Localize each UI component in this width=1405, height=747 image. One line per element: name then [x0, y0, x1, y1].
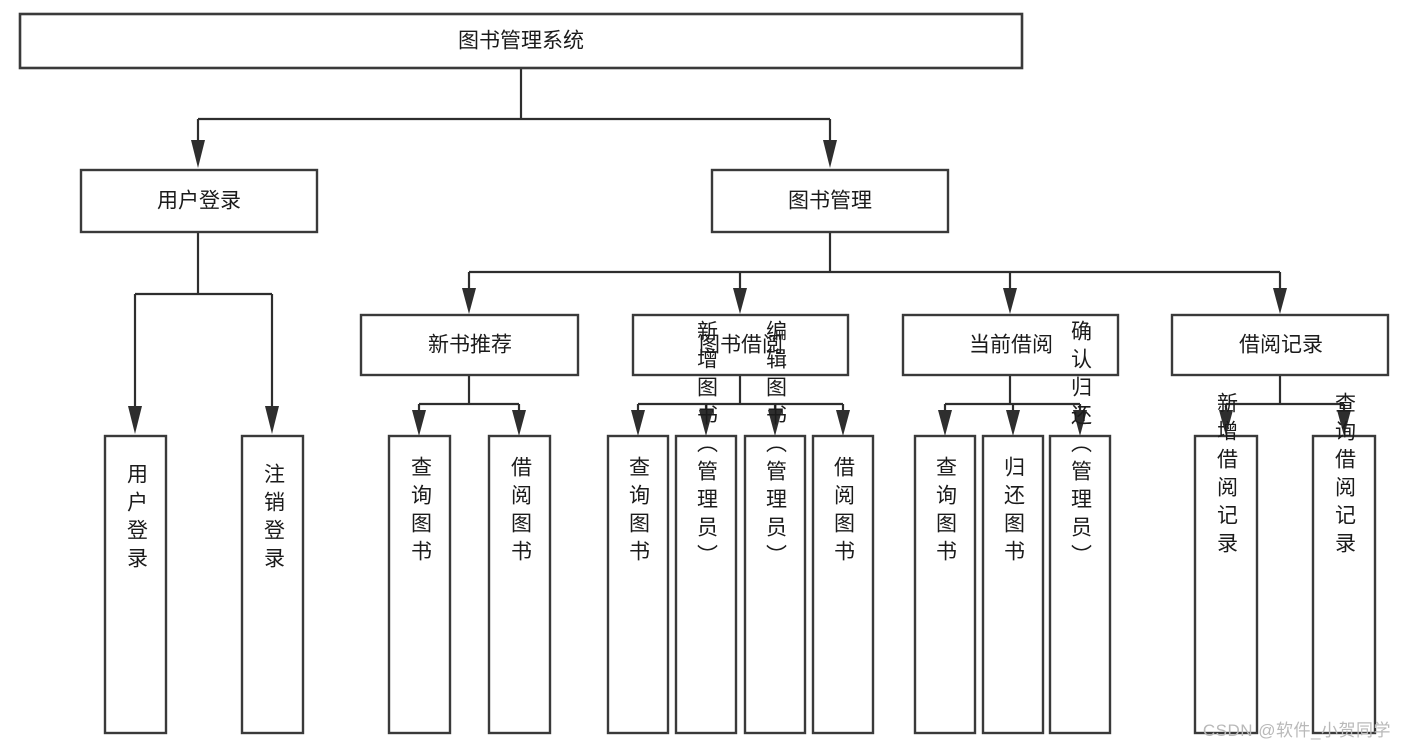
- leaf-borrow-book-2[interactable]: 借阅图书: [811, 434, 875, 735]
- user-login-box[interactable]: [79, 168, 319, 234]
- leaf-logout-login-box[interactable]: [240, 434, 305, 735]
- leaf-add-record-label: 新增借阅记录: [1215, 392, 1239, 560]
- new-book-rec-label: 新书推荐: [428, 334, 512, 357]
- leaf-borrow-book-2-label: 借阅图书: [832, 456, 856, 568]
- leaf-return-book-label: 归还图书: [1002, 456, 1026, 568]
- arrow-leaf-return-book: [1006, 410, 1020, 436]
- current-borrow-label: 当前借阅: [969, 334, 1053, 357]
- new-book-rec-box[interactable]: [359, 313, 580, 377]
- leaf-query-book-2[interactable]: 查询图书: [606, 434, 670, 735]
- node-new-book-rec[interactable]: 新书推荐: [359, 313, 580, 377]
- arrow-book-manage: [823, 140, 837, 168]
- arrow-leaf-query-book-2: [631, 410, 645, 436]
- leaf-borrow-book-1[interactable]: 借阅图书: [487, 434, 552, 735]
- arrow-leaf-add-book: [699, 410, 713, 436]
- leaf-query-record[interactable]: 查询借阅记录: [1311, 392, 1377, 735]
- leaf-borrow-book-1-box[interactable]: [487, 434, 552, 735]
- arrow-leaf-query-record: [1337, 410, 1351, 436]
- leaf-query-book-3-box[interactable]: [913, 434, 977, 735]
- leaf-query-book-2-label: 查询图书: [627, 456, 651, 568]
- leaf-query-book-3[interactable]: 查询图书: [913, 434, 977, 735]
- node-current-borrow[interactable]: 当前借阅: [901, 313, 1120, 377]
- leaf-return-book[interactable]: 归还图书: [981, 434, 1045, 735]
- book-manage-label: 图书管理: [788, 190, 872, 213]
- leaf-borrow-book-2-box[interactable]: [811, 434, 875, 735]
- borrow-record-label: 借阅记录: [1239, 334, 1323, 357]
- arrow-leaf-user-login: [128, 406, 142, 434]
- book-borrow-box[interactable]: [631, 313, 850, 377]
- book-borrow-label: 图书借阅: [699, 334, 783, 357]
- leaf-query-book-1[interactable]: 查询图书: [387, 434, 452, 735]
- leaf-add-record[interactable]: 新增借阅记录: [1193, 392, 1259, 735]
- arrow-borrow-record: [1273, 288, 1287, 314]
- root-box[interactable]: [18, 12, 1024, 70]
- node-user-login[interactable]: 用户登录: [79, 168, 319, 234]
- arrow-leaf-query-book-1: [412, 410, 426, 436]
- arrow-book-borrow: [733, 288, 747, 314]
- arrow-new-book-rec: [462, 288, 476, 314]
- node-book-manage[interactable]: 图书管理: [710, 168, 950, 234]
- borrow-record-box[interactable]: [1170, 313, 1390, 377]
- leaf-query-book-1-box[interactable]: [387, 434, 452, 735]
- arrow-leaf-query-book-3: [938, 410, 952, 436]
- leaf-query-record-label: 查询借阅记录: [1333, 392, 1357, 560]
- leaf-user-login-label: 用户登录: [125, 463, 149, 575]
- leaf-add-book-box[interactable]: [674, 434, 738, 735]
- arrow-leaf-add-record: [1219, 410, 1233, 436]
- leaf-add-book[interactable]: 新增图书（管理员）: [674, 320, 738, 735]
- current-borrow-box[interactable]: [901, 313, 1120, 377]
- arrow-leaf-logout-login: [265, 406, 279, 434]
- leaf-return-book-box[interactable]: [981, 434, 1045, 735]
- arrow-leaf-edit-book: [768, 410, 782, 436]
- leaf-confirm-return[interactable]: 确认归还（管理员）: [1048, 320, 1112, 735]
- arrow-leaf-confirm-return: [1073, 410, 1087, 436]
- leaf-borrow-book-1-label: 借阅图书: [509, 456, 533, 568]
- arrow-user-login: [191, 140, 205, 168]
- leaf-add-book-label: 新增图书（管理员）: [695, 320, 719, 572]
- node-book-borrow[interactable]: 图书借阅: [631, 313, 850, 377]
- leaf-edit-book[interactable]: 编辑图书（管理员）: [743, 320, 807, 735]
- user-login-label: 用户登录: [157, 190, 241, 213]
- leaf-query-record-box[interactable]: [1311, 434, 1377, 735]
- node-root[interactable]: 图书管理系统: [18, 12, 1024, 70]
- arrow-leaf-borrow-book-1: [512, 410, 526, 436]
- root-label: 图书管理系统: [458, 30, 584, 53]
- arrow-leaf-borrow-book-2: [836, 410, 850, 436]
- leaf-query-book-2-box[interactable]: [606, 434, 670, 735]
- csdn-watermark: CSDN @软件_小贺同学: [1202, 721, 1391, 740]
- book-manage-box[interactable]: [710, 168, 950, 234]
- arrow-current-borrow: [1003, 288, 1017, 314]
- leaf-confirm-return-box[interactable]: [1048, 434, 1112, 735]
- leaf-edit-book-box[interactable]: [743, 434, 807, 735]
- leaf-user-login[interactable]: 用户登录: [103, 434, 168, 735]
- leaf-edit-book-label: 编辑图书（管理员）: [764, 320, 788, 572]
- leaf-user-login-box[interactable]: [103, 434, 168, 735]
- connector-layer: [128, 68, 1351, 436]
- leaf-confirm-return-label: 确认归还（管理员）: [1069, 320, 1093, 572]
- leaf-query-book-3-label: 查询图书: [934, 456, 958, 568]
- leaf-logout-login[interactable]: 注销登录: [240, 434, 305, 735]
- leaf-query-book-1-label: 查询图书: [409, 456, 433, 568]
- node-borrow-record[interactable]: 借阅记录: [1170, 313, 1390, 377]
- leaf-logout-login-label: 注销登录: [262, 463, 286, 575]
- leaf-add-record-box[interactable]: [1193, 434, 1259, 735]
